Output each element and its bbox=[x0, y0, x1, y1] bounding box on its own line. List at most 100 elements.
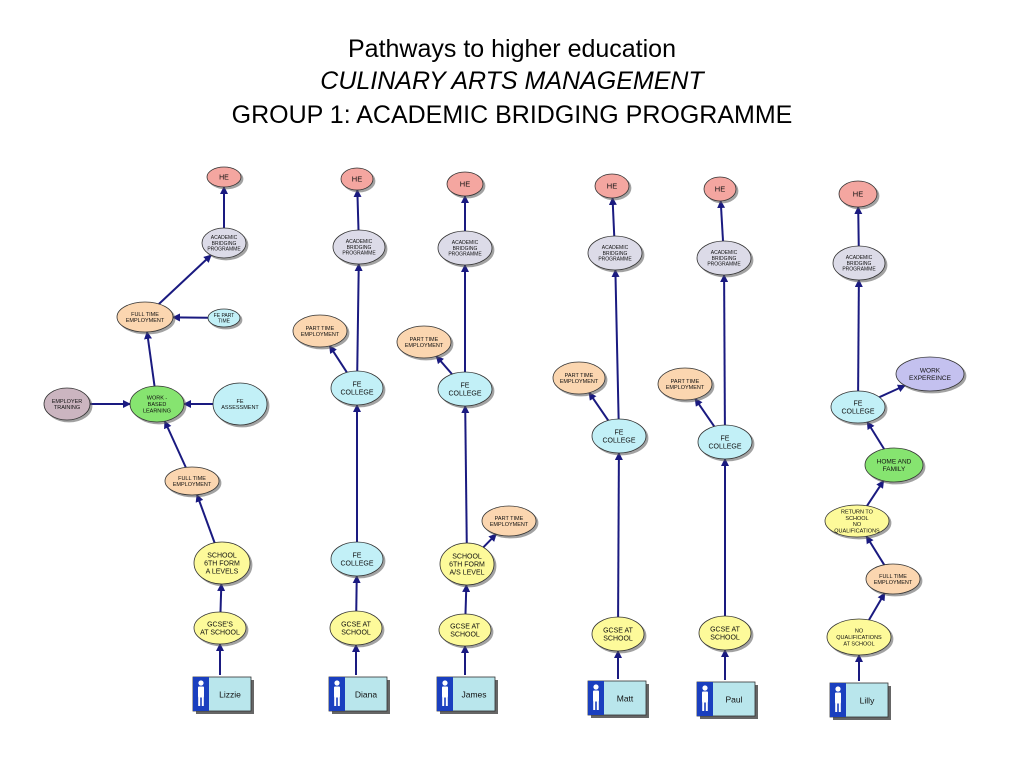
node-shape bbox=[703, 176, 737, 202]
node-shape bbox=[330, 541, 384, 577]
arrow-paul-fe-to-pte bbox=[694, 397, 716, 427]
arrow-paul-abp-to-he bbox=[717, 199, 726, 242]
node-label-line: BRIDGING bbox=[712, 256, 737, 262]
node-matt-he: HE bbox=[594, 173, 630, 199]
person-icon bbox=[702, 685, 708, 711]
node-label-line: GCSE AT bbox=[341, 621, 372, 628]
node-label-line: FE bbox=[353, 381, 362, 388]
node-label-line: PROGRAMME bbox=[707, 262, 741, 268]
node-shape bbox=[824, 504, 890, 538]
arrow-lizzie-wbl-to-fte1 bbox=[144, 330, 156, 387]
node-label-line: COLLEGE bbox=[340, 389, 373, 396]
node-label-line: SCHOOL bbox=[452, 553, 482, 560]
node-label-line: HOME AND bbox=[877, 459, 912, 466]
node-label-line: COLLEGE bbox=[841, 408, 874, 415]
node-label-line: ACADEMIC bbox=[602, 245, 629, 251]
node-label-line: WORK - bbox=[147, 396, 168, 402]
node-shape bbox=[591, 418, 647, 454]
person-icon bbox=[442, 680, 448, 706]
node-shape bbox=[332, 229, 386, 265]
arrow-lilly-fte-to-ret bbox=[865, 535, 886, 566]
arrow-lizzie-gcse-to-sch bbox=[217, 582, 226, 613]
node-label-line: LEARNING bbox=[143, 408, 171, 414]
node-diana-he: HE bbox=[340, 167, 374, 191]
arrow-lilly-home-to-fe bbox=[866, 421, 885, 450]
title-line-1: Pathways to higher education bbox=[348, 35, 676, 63]
node-label-line: ACADEMIC bbox=[346, 239, 373, 245]
node-label-line: BRIDGING bbox=[347, 245, 372, 251]
node-label-line: BRIDGING bbox=[603, 251, 628, 257]
node-label-line: GCSE AT bbox=[603, 627, 634, 634]
node-shape bbox=[396, 325, 452, 359]
node-label-line: COLLEGE bbox=[708, 443, 741, 450]
arrow-diana-abp-to-he bbox=[353, 188, 362, 231]
person-box-lilly: Lilly bbox=[829, 682, 891, 720]
node-label-line: EMPLOYMENT bbox=[490, 522, 529, 528]
node-shape bbox=[826, 618, 892, 656]
node-shape bbox=[439, 542, 495, 586]
node-label-line: FAMILY bbox=[883, 466, 906, 473]
person-name: Paul bbox=[725, 695, 742, 705]
node-label-line: BASED bbox=[148, 402, 167, 408]
arrow-diana-fe1-to-pte bbox=[328, 345, 348, 373]
node-shape bbox=[437, 371, 493, 407]
arrow-diana-fe1-to-abp bbox=[354, 262, 363, 372]
node-shape bbox=[193, 611, 247, 645]
node-label-line: AT SCHOOL bbox=[200, 629, 240, 636]
node-shape bbox=[193, 541, 251, 585]
node-paul-he: HE bbox=[703, 176, 737, 202]
person-box-diana: Diana bbox=[328, 676, 390, 714]
node-label-line: GCSE AT bbox=[450, 623, 481, 630]
arrow-matt-abp-to-he bbox=[608, 196, 617, 237]
node-label-line: GCSE'S bbox=[207, 621, 233, 628]
node-shape bbox=[164, 466, 220, 496]
node-shape bbox=[446, 171, 484, 197]
node-label-line: NO bbox=[853, 522, 862, 528]
title-line-3: GROUP 1: ACADEMIC BRIDGING PROGRAMME bbox=[231, 101, 793, 129]
node-label-line: HE bbox=[219, 174, 229, 181]
node-lizzie-gcse: GCSE'SAT SCHOOL bbox=[193, 611, 247, 645]
node-label-line: WORK bbox=[920, 368, 941, 375]
arrow-lilly-abp-to-he bbox=[854, 205, 863, 247]
node-shape bbox=[212, 382, 268, 426]
node-shape bbox=[330, 370, 384, 406]
node-label-line: FULL TIME bbox=[879, 574, 907, 580]
node-lilly-he: HE bbox=[838, 180, 878, 208]
node-label-line: TIME bbox=[218, 319, 231, 325]
node-label-line: HE bbox=[853, 190, 863, 199]
node-label-line: PART TIME bbox=[410, 337, 439, 343]
node-label-line: SCHOOL bbox=[603, 635, 633, 642]
arrow-james-sch-to-pte2 bbox=[482, 533, 497, 548]
node-shape bbox=[864, 447, 924, 483]
node-label-line: AT SCHOOL bbox=[843, 641, 874, 647]
node-label-line: TRAINING bbox=[54, 405, 80, 411]
node-label-line: PROGRAMME bbox=[598, 257, 632, 263]
arrow-matt-gcse-to-fe bbox=[614, 451, 623, 618]
node-shape bbox=[201, 227, 247, 259]
node-label-line: RETURN TO bbox=[841, 509, 874, 515]
node-shape bbox=[832, 245, 886, 281]
node-label-line: BRIDGING bbox=[847, 261, 872, 267]
node-label-line: PART TIME bbox=[495, 516, 524, 522]
node-shape bbox=[340, 167, 374, 191]
node-label-line: SCHOOL bbox=[207, 552, 237, 559]
node-label-line: COLLEGE bbox=[602, 437, 635, 444]
node-shape bbox=[830, 390, 886, 424]
arrow-lizzie-sch-to-fte2 bbox=[195, 493, 216, 544]
node-label-line: EMPLOYMENT bbox=[560, 379, 599, 385]
node-label-line: PART TIME bbox=[306, 326, 335, 332]
